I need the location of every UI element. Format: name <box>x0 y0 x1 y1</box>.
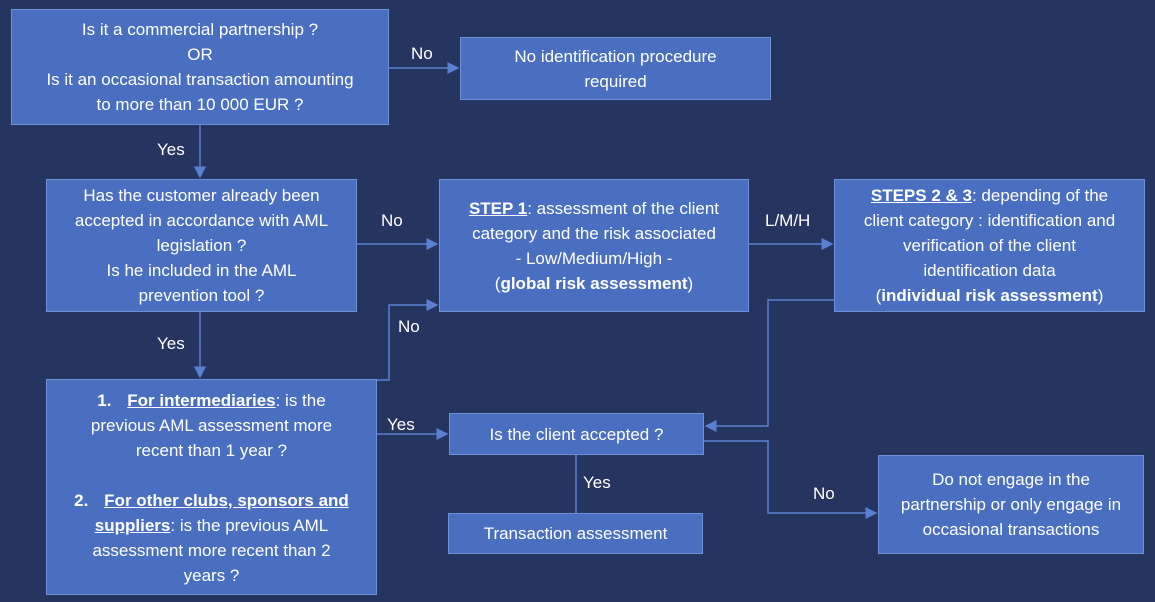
label-yes-accepted: Yes <box>583 473 611 492</box>
steps23-bold: individual risk assessment <box>881 286 1098 305</box>
q3-item1-line: previous AML assessment more <box>90 416 333 435</box>
no-id-line: No identification procedure <box>514 46 717 66</box>
step1-bold: global risk assessment <box>500 273 688 293</box>
label-no-q3: No <box>398 317 420 336</box>
q2-line: accepted in accordance with AML <box>74 211 329 230</box>
steps23-bold-line: (individual risk assessment) <box>876 283 1104 308</box>
step1-title-line: STEP 1: assessment of the client <box>469 196 719 221</box>
q3-item1-line: recent than 1 year ? <box>135 441 288 460</box>
label-no-accepted: No <box>813 484 835 503</box>
step1-paren-open: ( <box>494 273 501 293</box>
label-yes-q3: Yes <box>387 415 415 434</box>
step1-line: - Low/Medium/High - <box>515 248 673 268</box>
q3-item2-title2: suppliers <box>94 516 171 535</box>
no-engage-line: Do not engage in the <box>932 470 1090 489</box>
q1-box: Is it a commercial partnership ? OR Is i… <box>11 9 389 125</box>
steps23-title: STEPS 2 & 3 <box>870 186 972 205</box>
do-not-engage-box: Do not engage in the partnership or only… <box>878 455 1144 554</box>
q3-item2-second: suppliers: is the previous AML <box>47 513 376 538</box>
q3-item2-num: 2. <box>74 491 89 510</box>
step1-bold-line: (global risk assessment) <box>495 271 693 296</box>
step1-box: STEP 1: assessment of the client categor… <box>439 179 749 312</box>
no-engage-line: occasional transactions <box>922 520 1100 539</box>
label-yes-q2: Yes <box>157 334 185 353</box>
q1-line: to more than 10 000 EUR ? <box>96 95 304 114</box>
no-identification-box: No identification procedure required <box>460 37 771 100</box>
q3-item2-rest: : is the previous AML <box>170 516 329 535</box>
step1-line: category and the risk associated <box>472 223 716 243</box>
q1-line: Is it a commercial partnership ? <box>81 20 319 39</box>
label-lmh: L/M/H <box>765 211 811 230</box>
steps23-paren-close: ) <box>1097 286 1104 305</box>
q3-item1-title: For intermediaries <box>127 391 276 410</box>
q2-line: Has the customer already been <box>83 186 320 205</box>
steps23-line: verification of the client <box>903 236 1076 255</box>
q2-line: prevention tool ? <box>138 286 265 305</box>
client-accepted-box: Is the client accepted ? <box>449 413 704 455</box>
transaction-assessment-box: Transaction assessment <box>448 513 703 554</box>
label-no-q2: No <box>381 211 403 230</box>
client-accepted-text: Is the client accepted ? <box>489 424 664 444</box>
arrow-accepted-no <box>704 440 878 519</box>
steps23-title-line: STEPS 2 & 3: depending of the <box>871 183 1108 208</box>
q3-spacer <box>47 463 376 488</box>
no-engage-line: partnership or only engage in <box>900 495 1122 514</box>
transaction-assessment-text: Transaction assessment <box>483 524 668 543</box>
arrow-q3-no <box>377 299 439 381</box>
steps23-title-rest: : depending of the <box>971 186 1109 205</box>
q3-item2-first: 2. For other clubs, sponsors and <box>47 488 376 513</box>
q1-line: Is it an occasional transaction amountin… <box>46 70 354 89</box>
q3-item1-rest: : is the <box>275 391 326 410</box>
q3-item2-line: years ? <box>183 566 240 585</box>
step1-title-rest: : assessment of the client <box>527 198 720 218</box>
q3-item2-title: For other clubs, sponsors and <box>104 491 349 510</box>
q3-box: 1.For intermediaries: is the previous AM… <box>46 379 377 595</box>
steps23-line: identification data <box>923 261 1056 280</box>
label-yes-q1: Yes <box>157 140 185 159</box>
steps23-box: STEPS 2 & 3: depending of the client cat… <box>834 179 1145 312</box>
steps23-paren-open: ( <box>875 286 882 305</box>
step1-title: STEP 1 <box>468 198 528 218</box>
q3-item2-line: assessment more recent than 2 <box>92 541 331 560</box>
q2-line: Is he included in the AML <box>106 261 297 280</box>
step1-paren-close: ) <box>687 273 694 293</box>
q3-item1-num: 1. <box>97 391 112 410</box>
arrow-steps23-accepted <box>704 299 834 432</box>
q1-line: OR <box>187 45 213 64</box>
label-no-q1: No <box>411 44 433 63</box>
steps23-line: client category : identification and <box>863 211 1116 230</box>
no-id-line: required <box>584 71 647 91</box>
q2-line: legislation ? <box>156 236 247 255</box>
q3-item1-first: 1. For intermediaries: is the <box>47 388 376 413</box>
q2-box: Has the customer already been accepted i… <box>46 179 357 312</box>
